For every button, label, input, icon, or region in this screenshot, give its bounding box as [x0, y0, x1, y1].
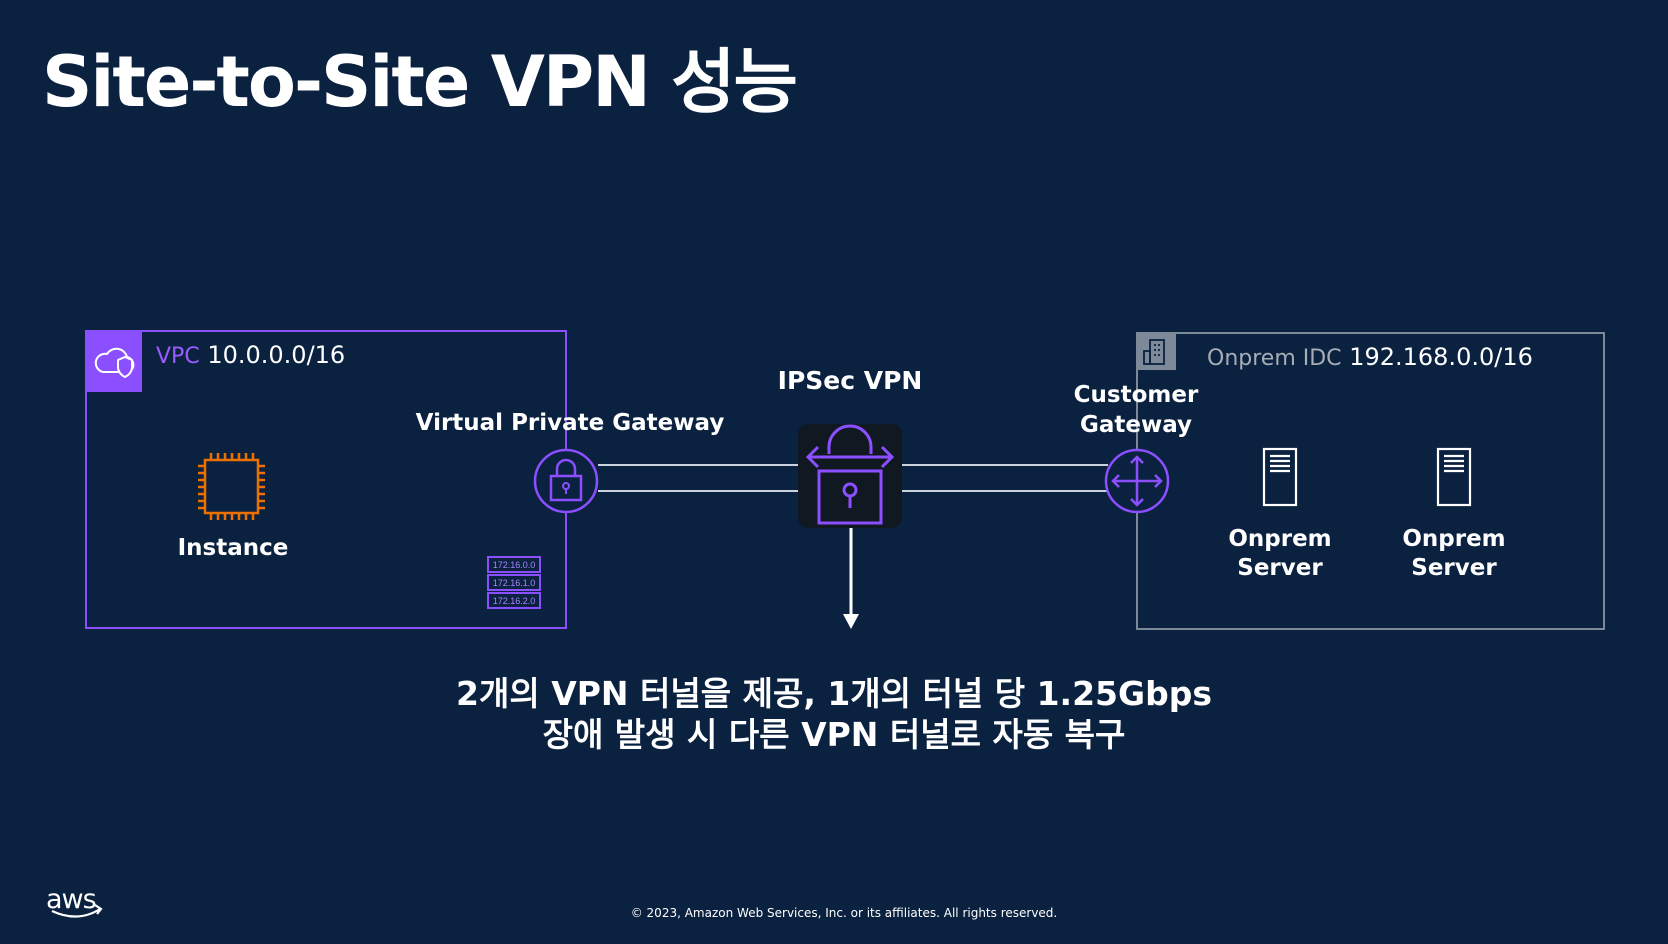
building-icon [1138, 334, 1176, 370]
route-entry: 172.16.2.0 [493, 596, 536, 606]
vpc-cidr: 10.0.0.0/16 [207, 341, 346, 369]
onprem-idc-keyword: Onprem IDC [1207, 346, 1342, 371]
onprem-server-label: Onprem Server [1394, 525, 1514, 583]
customer-gateway-label: Customer Gateway [1066, 380, 1206, 440]
onprem-idc-cidr: 192.168.0.0/16 [1349, 343, 1533, 371]
onprem-server-label-line2: Server [1237, 555, 1323, 581]
instance-label: Instance [177, 535, 289, 561]
instance-chip-icon [198, 453, 265, 520]
aws-logo: aws [46, 884, 97, 915]
ipsec-vpn-label: IPSec VPN [777, 366, 923, 395]
onprem-idc-label: Onprem IDC 192.168.0.0/16 [1207, 343, 1533, 371]
route-table-icon: 172.16.0.0 172.16.1.0 172.16.2.0 [487, 556, 541, 609]
copyright-notice: © 2023, Amazon Web Services, Inc. or its… [630, 906, 1058, 920]
slide-title: Site-to-Site VPN 성능 [42, 41, 798, 123]
onprem-server-label-line1: Onprem [1402, 526, 1506, 552]
server-icon [1436, 447, 1472, 507]
vpc-keyword: VPC [156, 344, 200, 369]
virtual-private-gateway-label: Virtual Private Gateway [415, 410, 725, 436]
route-entry: 172.16.0.0 [493, 560, 536, 570]
caption-line-2: 장애 발생 시 다른 VPN 터널로 자동 복구 [542, 715, 1126, 754]
virtual-private-gateway-icon [533, 448, 599, 514]
onprem-server-label-line1: Onprem [1228, 526, 1332, 552]
route-entry: 172.16.1.0 [493, 578, 536, 588]
down-arrow [843, 528, 859, 629]
customer-gateway-label-line1: Customer [1073, 382, 1199, 408]
aws-smile-icon [51, 904, 103, 918]
ipsec-vpn-icon [798, 424, 902, 528]
customer-gateway-label-line2: Gateway [1079, 412, 1193, 438]
onprem-server-label: Onprem Server [1220, 525, 1340, 583]
onprem-server-label-line2: Server [1411, 555, 1497, 581]
vpc-cloud-icon [87, 332, 142, 392]
customer-gateway-icon [1104, 448, 1170, 514]
vpc-label: VPC 10.0.0.0/16 [156, 341, 345, 369]
onprem-group-box [1136, 332, 1605, 630]
caption-line-1: 2개의 VPN 터널을 제공, 1개의 터널 당 1.25Gbps [456, 674, 1212, 713]
server-icon [1262, 447, 1298, 507]
